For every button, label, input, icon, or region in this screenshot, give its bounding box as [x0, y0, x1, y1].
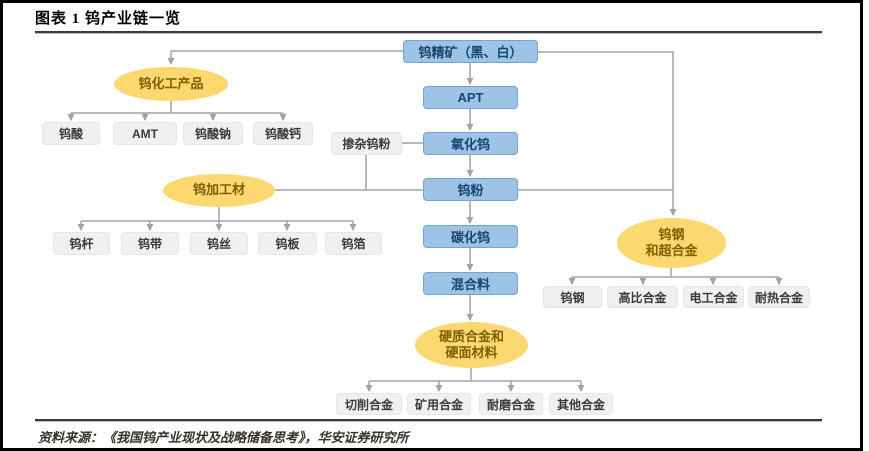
product-tungsten-wire: 钨丝 — [190, 232, 248, 255]
product-wear-resistant-alloy: 耐磨合金 — [479, 393, 543, 415]
product-calcium-tungstate: 钨酸钙 — [253, 122, 313, 145]
node-tungsten-concentrate: 钨精矿（黑、白） — [403, 40, 538, 63]
product-sodium-tungstate: 钨酸钠 — [183, 122, 243, 145]
product-tungstic-acid: 钨酸 — [42, 122, 100, 145]
product-electrical-alloy: 电工合金 — [683, 286, 744, 308]
footer-divider — [35, 419, 822, 422]
node-apt: APT — [423, 86, 518, 109]
group-tungsten-chemicals: 钨化工产品 — [114, 67, 228, 101]
product-tungsten-foil: 钨箔 — [325, 232, 382, 255]
group-tungsten-processed-materials: 钨加工材 — [163, 174, 275, 207]
product-heat-resistant-alloy: 耐热合金 — [748, 286, 810, 308]
product-tungsten-rod: 钨杆 — [53, 232, 110, 255]
group-cemented-carbide: 硬质合金和 硬面材料 — [415, 322, 528, 368]
product-tungsten-steel: 钨钢 — [543, 286, 602, 308]
node-doped-tungsten-powder: 掺杂钨粉 — [331, 132, 402, 155]
product-high-density-alloy: 高比合金 — [607, 286, 678, 308]
node-tungsten-powder: 钨粉 — [423, 178, 518, 201]
product-tungsten-plate: 钨板 — [258, 232, 317, 255]
product-other-alloy: 其他合金 — [549, 393, 613, 415]
figure-title: 图表 1 钨产业链一览 — [35, 11, 182, 27]
node-mixture: 混合料 — [423, 272, 518, 295]
group-tungsten-steel-superalloy: 钨钢 和超合金 — [617, 218, 726, 268]
node-tungsten-carbide: 碳化钨 — [423, 225, 518, 248]
product-cutting-alloy: 切削合金 — [336, 393, 402, 415]
product-amt: AMT — [113, 122, 177, 145]
product-tungsten-strip: 钨带 — [121, 232, 179, 255]
product-mining-alloy: 矿用合金 — [407, 393, 471, 415]
title-divider — [35, 31, 822, 34]
source-note: 资料来源：《我国钨产业现状及战略储备思考》，华安证券研究所 — [38, 430, 409, 445]
node-tungsten-oxide: 氧化钨 — [423, 132, 518, 155]
